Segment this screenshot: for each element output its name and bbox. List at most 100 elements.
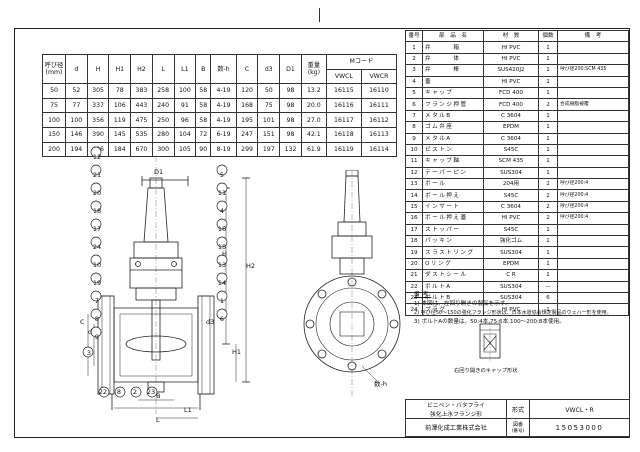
- dimension-cell: 100: [65, 112, 88, 128]
- part-no: 13: [405, 178, 423, 191]
- col-weight: 重量 (kg): [300, 53, 327, 85]
- callout-labels-right: 5 11 4 16 15 13 14 1 6: [216, 166, 228, 328]
- notes-block: 備考 1) 本図は、左回り開きの製品を示す。 2) 呼び径50～150の強化フラ…: [414, 291, 628, 327]
- part-remarks: [557, 166, 629, 180]
- callout-8: 8: [94, 315, 100, 323]
- col-H1: H1: [108, 53, 132, 85]
- part-no: 16: [405, 212, 423, 225]
- callout-16: 16: [217, 225, 227, 233]
- part-name: フランジ押管: [422, 98, 484, 111]
- dimension-cell: 98: [279, 112, 302, 128]
- title-model-label: 形式: [506, 399, 530, 419]
- part-qty: 1: [538, 75, 558, 88]
- dimension-cell: 16114: [360, 141, 398, 158]
- valve-section-drawing: [82, 146, 250, 419]
- part-name: ボール押え蓋: [422, 212, 484, 225]
- callout-24: 24: [92, 243, 102, 251]
- part-remarks: [557, 41, 629, 54]
- dimension-cell: 58: [195, 97, 212, 114]
- dim-H: H: [222, 250, 227, 258]
- callout-labels-bottom: 22 8 2 23: [98, 388, 156, 396]
- part-remarks: [557, 132, 629, 145]
- dimension-cell: 119: [108, 112, 132, 128]
- dimension-cell: 75: [257, 97, 281, 114]
- note-3: 3) ボルトAの数量は、50:4本,75:6本,100～200:8本使用。: [414, 319, 565, 325]
- dimension-cell: 52: [65, 83, 88, 99]
- dim-L1: L1: [184, 406, 192, 414]
- note-1: 1) 本図は、左回り開きの製品を示す。: [414, 301, 511, 307]
- dimension-cell: 16110: [360, 83, 398, 99]
- parts-col-no: 番号: [405, 29, 423, 43]
- part-name: キャップ軸: [422, 155, 484, 168]
- dimension-cell: 98: [279, 97, 302, 114]
- col-holes: 数-h: [210, 53, 237, 85]
- part-no: 6: [405, 98, 423, 111]
- dimension-cell: 305: [86, 83, 110, 99]
- part-name: ボール押え: [422, 189, 484, 202]
- dimension-table-header: 呼び径 (mm) d H H1 H2 L L1 B 数-h C d3 D1 重量…: [42, 53, 398, 85]
- part-qty: 1: [538, 41, 558, 54]
- top-center-mark: [319, 8, 320, 22]
- dimension-cell: 91: [173, 97, 197, 114]
- part-remarks: 呼び径200:4: [557, 212, 629, 225]
- dimension-cell: 101: [257, 112, 281, 128]
- dimension-cell: 13.2: [300, 83, 327, 99]
- part-material: C R: [483, 269, 539, 282]
- part-material: S45C: [483, 223, 539, 237]
- col-B: B: [195, 53, 212, 85]
- part-material: HI PVC: [483, 52, 539, 66]
- part-name: スラストリング: [422, 246, 484, 259]
- part-material: HI PVC: [483, 75, 539, 88]
- part-name: メタルB: [422, 109, 484, 123]
- part-material: S45C: [483, 143, 539, 157]
- part-qty: 1: [538, 86, 558, 100]
- title-company: 前澤化成工業株式会社: [405, 418, 507, 437]
- callout-6: 6: [219, 315, 225, 323]
- dimension-cell: 8-19: [210, 141, 237, 158]
- callout-7: 7: [94, 297, 100, 305]
- callout-1: 1: [219, 297, 225, 305]
- parts-col-name: 部 品 名: [422, 29, 484, 43]
- col-weight-label: 重量 (kg): [307, 62, 321, 77]
- callout-8b: 8: [116, 388, 122, 396]
- part-name: Oリング: [422, 257, 484, 271]
- dimension-cell: 250: [151, 112, 175, 128]
- part-no: 9: [405, 132, 423, 145]
- callout-labels-left: 12 21 20 18 17 24 10 19 7 8 9: [90, 148, 104, 346]
- dimension-cell: 4-19: [210, 112, 237, 128]
- part-qty: 1: [538, 269, 558, 282]
- callout-2: 2: [132, 388, 138, 396]
- part-qty: 1: [538, 166, 558, 180]
- part-qty: 1: [538, 155, 558, 168]
- title-name-line2: 強化上水フランジ形: [429, 412, 483, 418]
- part-remarks: [557, 235, 629, 248]
- callout-17: 17: [92, 225, 102, 233]
- part-remarks: 呼び径200:SCM 435: [557, 64, 629, 77]
- dimension-cell: 98: [279, 126, 302, 143]
- col-C: C: [235, 53, 259, 85]
- part-qty: 1: [538, 143, 558, 157]
- part-name: ダストシール: [422, 269, 484, 282]
- callout-23: 23: [146, 388, 156, 396]
- part-no: 17: [405, 223, 423, 237]
- callout-circles: [82, 146, 228, 398]
- part-no: 18: [405, 235, 423, 248]
- part-remarks: [557, 246, 629, 259]
- part-remarks: [557, 303, 629, 316]
- part-no: 12: [405, 166, 423, 180]
- part-name: 弁 棒: [422, 64, 484, 77]
- dimension-cell: 106: [108, 97, 132, 114]
- dimension-cell: 77: [65, 97, 88, 114]
- part-name: 弁 箱: [422, 41, 484, 54]
- part-remarks: 呼び径200:4: [557, 200, 629, 214]
